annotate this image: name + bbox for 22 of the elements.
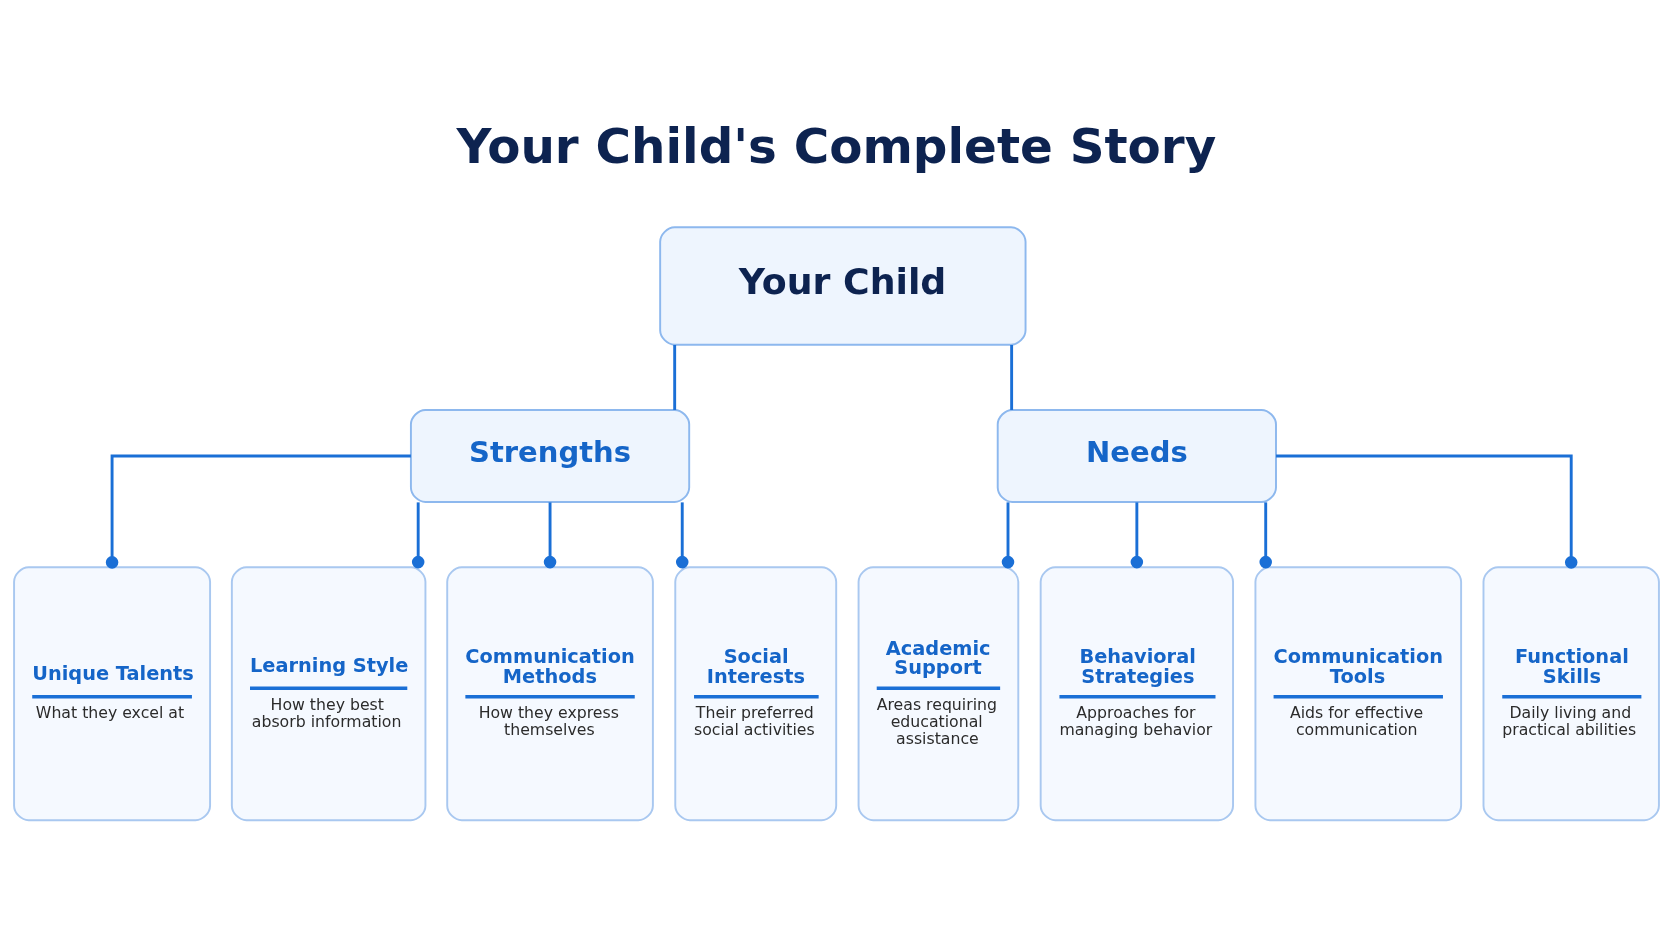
node-box: Social Interests Their preferred social activities [673, 566, 837, 822]
connector [1275, 454, 1577, 569]
connector [411, 502, 424, 569]
connector [1001, 502, 1014, 569]
node-box: Communication Methods How they express themselves [445, 566, 654, 822]
node-box: Learning Style How they best absorb information [230, 566, 426, 822]
connector [105, 454, 411, 569]
connector [543, 502, 556, 569]
connector [675, 502, 689, 569]
connector [1130, 502, 1143, 569]
node-box: Academic Support Areas requiring educational assistance [857, 566, 1019, 822]
connector [672, 344, 676, 410]
node-box: Strengths [409, 409, 690, 503]
connector [1258, 502, 1272, 569]
node-box: Behavioral Strategies Approaches for managing behavior [1039, 566, 1234, 822]
node-box: Unique Talents What they excel at [12, 566, 211, 822]
diagram-title: Your Child's Complete Story [456, 118, 1216, 175]
node-box: Your Child [658, 226, 1026, 346]
node-box: Needs [996, 409, 1277, 503]
node-box: Functional Skills Daily living and practical abilities [1482, 566, 1660, 822]
node-box: Communication Tools Aids for effective communication [1253, 566, 1462, 822]
connector [1009, 344, 1013, 410]
